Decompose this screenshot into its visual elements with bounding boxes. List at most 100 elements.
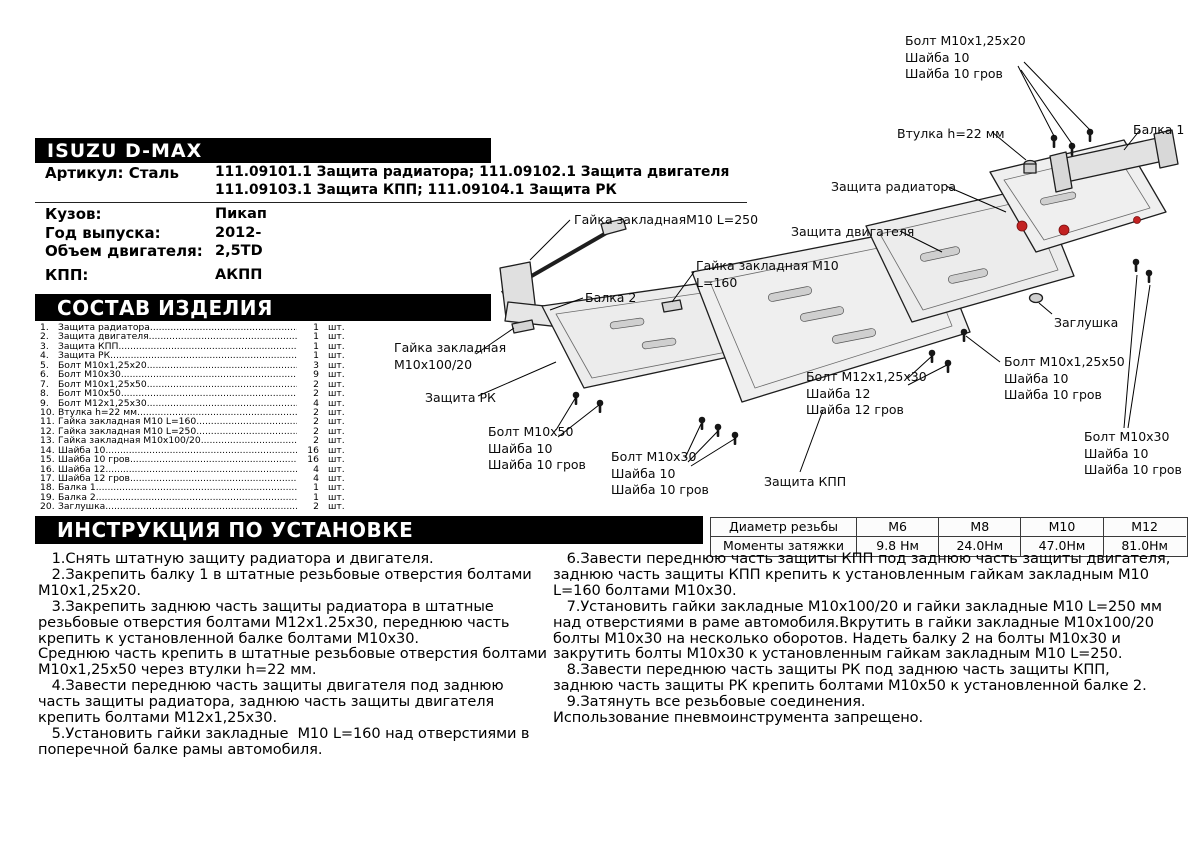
instruction-paragraph: 3.Закрепить заднюю часть защиты радиатор… bbox=[38, 597, 514, 647]
spec-value: АКПП bbox=[215, 266, 263, 283]
component-row: 2. Защита двигателя 1 шт. bbox=[40, 332, 354, 341]
diagram-label-transfer-guard: Защита РК bbox=[425, 390, 496, 405]
instruction-paragraph: 5.Установить гайки закладные М10 L=160 н… bbox=[38, 724, 534, 758]
torque-header-cell: М8 bbox=[939, 518, 1022, 537]
component-name: Балка 2 bbox=[58, 492, 96, 503]
component-qty: 2 bbox=[313, 379, 319, 390]
component-number: 2. bbox=[40, 332, 49, 342]
component-unit: шт. bbox=[328, 351, 345, 361]
spec-row: Объем двигателя: 2,5TD bbox=[35, 242, 495, 261]
composition-banner: СОСТАВ ИЗДЕЛИЯ bbox=[35, 294, 491, 321]
component-qty: 4 bbox=[313, 398, 319, 408]
article-lines: 111.09101.1 Защита радиатора; 111.09102.… bbox=[215, 164, 729, 199]
component-number: 18. bbox=[40, 483, 55, 493]
component-unit: шт. bbox=[328, 464, 345, 474]
article-line-2: 111.09103.1 Защита КПП; 111.09104.1 Защи… bbox=[215, 181, 617, 198]
component-name: Болт М10х1,25х20 bbox=[58, 360, 147, 371]
component-row: 1. Защита радиатора 1 шт. bbox=[40, 323, 354, 332]
component-qty: 1 bbox=[313, 323, 319, 333]
diagram-label-bolt-m10x30-left: Болт М10х30 Шайба 10 Шайба 10 гров bbox=[611, 449, 709, 497]
diagram-label-beam1: Балка 1 bbox=[1133, 122, 1185, 137]
component-unit: шт. bbox=[328, 323, 345, 333]
instruction-paragraph: Использование пневмоинструмента запрещен… bbox=[553, 709, 924, 727]
component-row: 5. Болт М10х1,25х20 3 шт. bbox=[40, 361, 354, 370]
component-unit: шт. bbox=[328, 502, 345, 512]
component-number: 17. bbox=[40, 474, 55, 484]
component-row: 18. Балка 1 1 шт. bbox=[40, 483, 354, 492]
component-row: 13. Гайка закладная М10х100/20 2 шт. bbox=[40, 436, 354, 445]
component-number: 4. bbox=[40, 351, 49, 361]
component-qty: 1 bbox=[313, 483, 319, 493]
torque-header-cell: М10 bbox=[1021, 518, 1104, 537]
diagram-label-plug: Заглушка bbox=[1054, 315, 1119, 330]
diagram-label-rivet-nut-l160: Гайка закладная М10 L=160 bbox=[696, 258, 839, 290]
spec-label: Кузов: bbox=[45, 205, 102, 224]
diagram-label-engine-guard: Защита двигателя bbox=[791, 224, 915, 239]
engine-guard-inner bbox=[879, 199, 1059, 311]
dots-leader bbox=[201, 436, 297, 445]
dots-leader bbox=[105, 446, 297, 455]
spec-row: Кузов: Пикап bbox=[35, 205, 495, 224]
dots-leader bbox=[110, 351, 297, 360]
component-qty: 16 bbox=[307, 445, 319, 456]
torque-value-cell: 81.0Нм bbox=[1121, 538, 1168, 553]
composition-title: СОСТАВ ИЗДЕЛИЯ bbox=[57, 295, 273, 320]
leader-lines bbox=[475, 61, 1151, 473]
vehicle-specs: Кузов: Пикап Год выпуска: 2012- Объем дв… bbox=[35, 205, 495, 284]
component-name: Болт М10х30 bbox=[58, 370, 121, 380]
dots-leader bbox=[196, 417, 297, 426]
dots-leader bbox=[137, 408, 297, 417]
component-number: 7. bbox=[40, 379, 49, 390]
component-unit: шт. bbox=[328, 360, 345, 371]
component-name: Гайка закладная М10 L=160 bbox=[58, 417, 197, 427]
red-washers bbox=[1016, 216, 1141, 236]
component-name: Балка 1 bbox=[58, 483, 96, 493]
instruction-paragraph: 8.Завести переднюю часть защиты РК под з… bbox=[553, 661, 1147, 695]
component-name: Защита радиатора bbox=[58, 323, 150, 333]
beam1-right-tab bbox=[1153, 129, 1179, 169]
component-number: 9. bbox=[40, 398, 49, 408]
component-name: Защита КПП bbox=[58, 341, 119, 352]
dots-leader bbox=[118, 342, 297, 351]
component-row: 15. Шайба 10 гров 16 шт. bbox=[40, 455, 354, 464]
article-line-1: 111.09101.1 Защита радиатора; 111.09102.… bbox=[215, 164, 730, 180]
spec-row: КПП: АКПП bbox=[35, 266, 495, 285]
instructions-title: ИНСТРУКЦИЯ ПО УСТАНОВКЕ bbox=[57, 518, 414, 542]
instructions-column-1: 1.Снять штатную защиту радиатора и двига… bbox=[38, 551, 550, 758]
component-number: 20. bbox=[40, 502, 55, 512]
instruction-paragraph: 2.Закрепить балку 1 в штатные резьбовые … bbox=[38, 565, 537, 599]
component-row: 7. Болт М10х1,25х50 2 шт. bbox=[40, 380, 354, 389]
spec-value: 2,5TD bbox=[215, 243, 263, 260]
torque-header-cell: М6 bbox=[857, 518, 940, 537]
diagram-label-bolt-m10x1-25x50: Болт М10х1,25х50 Шайба 10 Шайба 10 гров bbox=[1004, 354, 1125, 402]
component-qty: 3 bbox=[313, 360, 319, 371]
torque-value-cell: Моменты затяжки bbox=[711, 537, 857, 556]
component-name: Защита РК bbox=[58, 351, 111, 361]
component-qty: 9 bbox=[313, 370, 319, 380]
dots-leader bbox=[196, 427, 297, 436]
brand-title: ISUZU D-MAX bbox=[47, 139, 203, 162]
component-number: 12. bbox=[40, 426, 55, 437]
instructions-banner: ИНСТРУКЦИЯ ПО УСТАНОВКЕ bbox=[35, 516, 703, 544]
component-name: Втулка h=22 мм bbox=[58, 407, 138, 418]
torque-value-cell: 9.8 Нм bbox=[857, 537, 940, 556]
brand-banner: ISUZU D-MAX bbox=[35, 138, 491, 163]
component-qty: 2 bbox=[313, 502, 319, 512]
component-row: 20. Заглушка 2 шт. bbox=[40, 502, 354, 511]
component-row: 9. Болт М12х1,25х30 4 шт. bbox=[40, 399, 354, 408]
rivet-nut-m10x100-shape bbox=[511, 319, 535, 334]
component-name: Гайка закладная М10 L=250 bbox=[58, 426, 197, 437]
component-qty: 2 bbox=[313, 417, 319, 427]
component-name: Шайба 12 гров bbox=[58, 474, 130, 484]
spec-value: 2012- bbox=[215, 224, 262, 241]
component-row: 17. Шайба 12 гров 4 шт. bbox=[40, 474, 354, 483]
component-unit: шт. bbox=[328, 370, 345, 380]
torque-value-cell: 24.0Нм bbox=[939, 537, 1022, 556]
spec-label: Год выпуска: bbox=[45, 223, 161, 242]
component-qty: 2 bbox=[313, 389, 319, 399]
dots-leader bbox=[150, 323, 297, 332]
component-number: 15. bbox=[40, 455, 55, 465]
component-qty: 2 bbox=[313, 436, 319, 446]
